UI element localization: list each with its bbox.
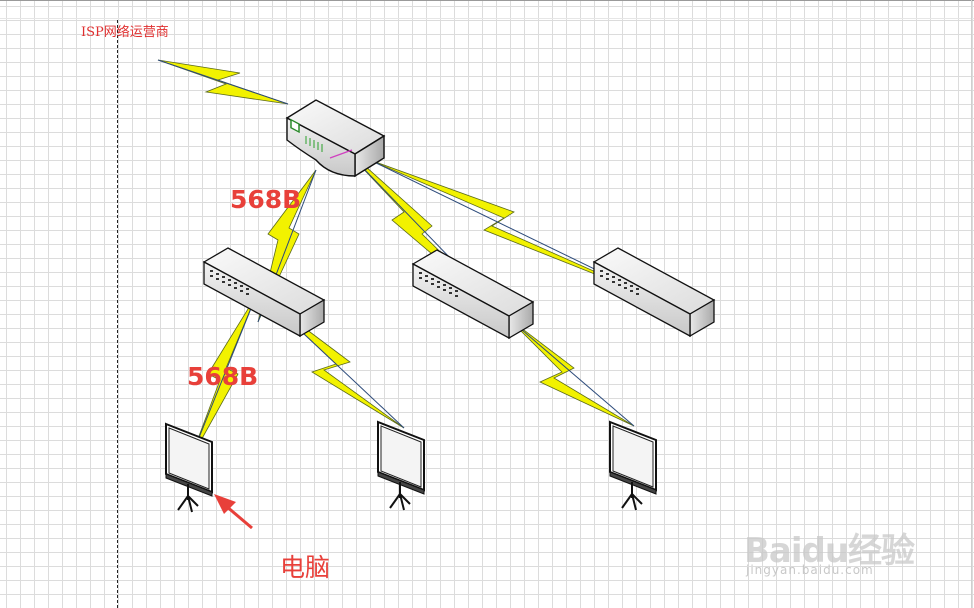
link-switch2-pc3 (507, 317, 635, 427)
switch-icon (203, 247, 325, 337)
switch-icon (412, 249, 534, 339)
projection-screen-icon (377, 421, 425, 511)
pc-label: 电脑 (280, 553, 331, 582)
router-icon (285, 99, 386, 178)
cable-label-568b: 568B (187, 362, 259, 391)
cable-label-568b: 568B (230, 185, 302, 214)
projection-screen-icon (609, 421, 657, 511)
link-isp-router (157, 59, 289, 105)
right-border (971, 0, 972, 608)
projection-screen-icon (165, 423, 213, 513)
ruler-line (0, 18, 974, 19)
isp-label: ISP网络运营商 (81, 25, 169, 40)
switch-icon (593, 247, 715, 337)
isp-boundary-line (117, 20, 118, 608)
top-rule (0, 0, 974, 1)
arrow-icon (214, 494, 253, 530)
